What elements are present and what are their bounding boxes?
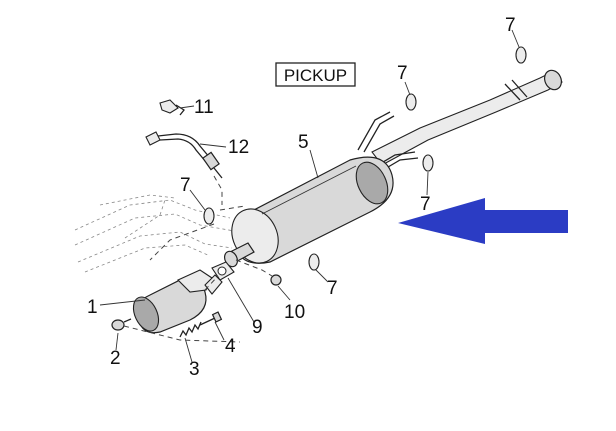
pointer-arrow (398, 198, 568, 244)
silencer (231, 156, 394, 264)
callout-11: 11 (194, 97, 214, 118)
mount-7c (422, 154, 434, 172)
bolt-4 (199, 311, 223, 326)
nut-10 (270, 274, 282, 286)
clamp-11 (159, 99, 185, 116)
spring-3 (179, 321, 202, 338)
intermediate-pipe (223, 242, 255, 268)
callout-4: 4 (225, 336, 236, 357)
callout-10: 10 (284, 302, 305, 323)
callout-7b: 7 (397, 63, 408, 84)
vehicle-frame (74, 194, 241, 273)
mount-7e (515, 46, 527, 64)
tailpipe (371, 69, 563, 166)
callout-leaders (99, 29, 520, 363)
callout-1: 1 (87, 297, 98, 318)
title-label: PICKUP (284, 66, 347, 85)
mount-7a (203, 207, 215, 225)
mount-7d (308, 253, 320, 271)
dashed-leaders (123, 175, 273, 343)
callout-numbers: 1 2 3 4 5 7 7 7 7 7 9 10 11 12 (87, 15, 516, 380)
nut-2 (111, 318, 132, 331)
catalytic-converter (132, 269, 223, 334)
callout-7e: 7 (505, 15, 516, 36)
callout-7c: 7 (420, 194, 431, 215)
mount-7b (405, 93, 417, 111)
callout-5: 5 (298, 132, 309, 153)
callout-2: 2 (110, 348, 121, 369)
callout-7d: 7 (327, 278, 338, 299)
title-box: PICKUP (275, 62, 356, 87)
callout-12: 12 (228, 137, 249, 158)
callout-7a: 7 (180, 175, 191, 196)
callout-3: 3 (189, 359, 200, 380)
sensor-12 (145, 131, 223, 179)
callout-9: 9 (252, 317, 263, 338)
rubber-mounts (203, 46, 527, 271)
